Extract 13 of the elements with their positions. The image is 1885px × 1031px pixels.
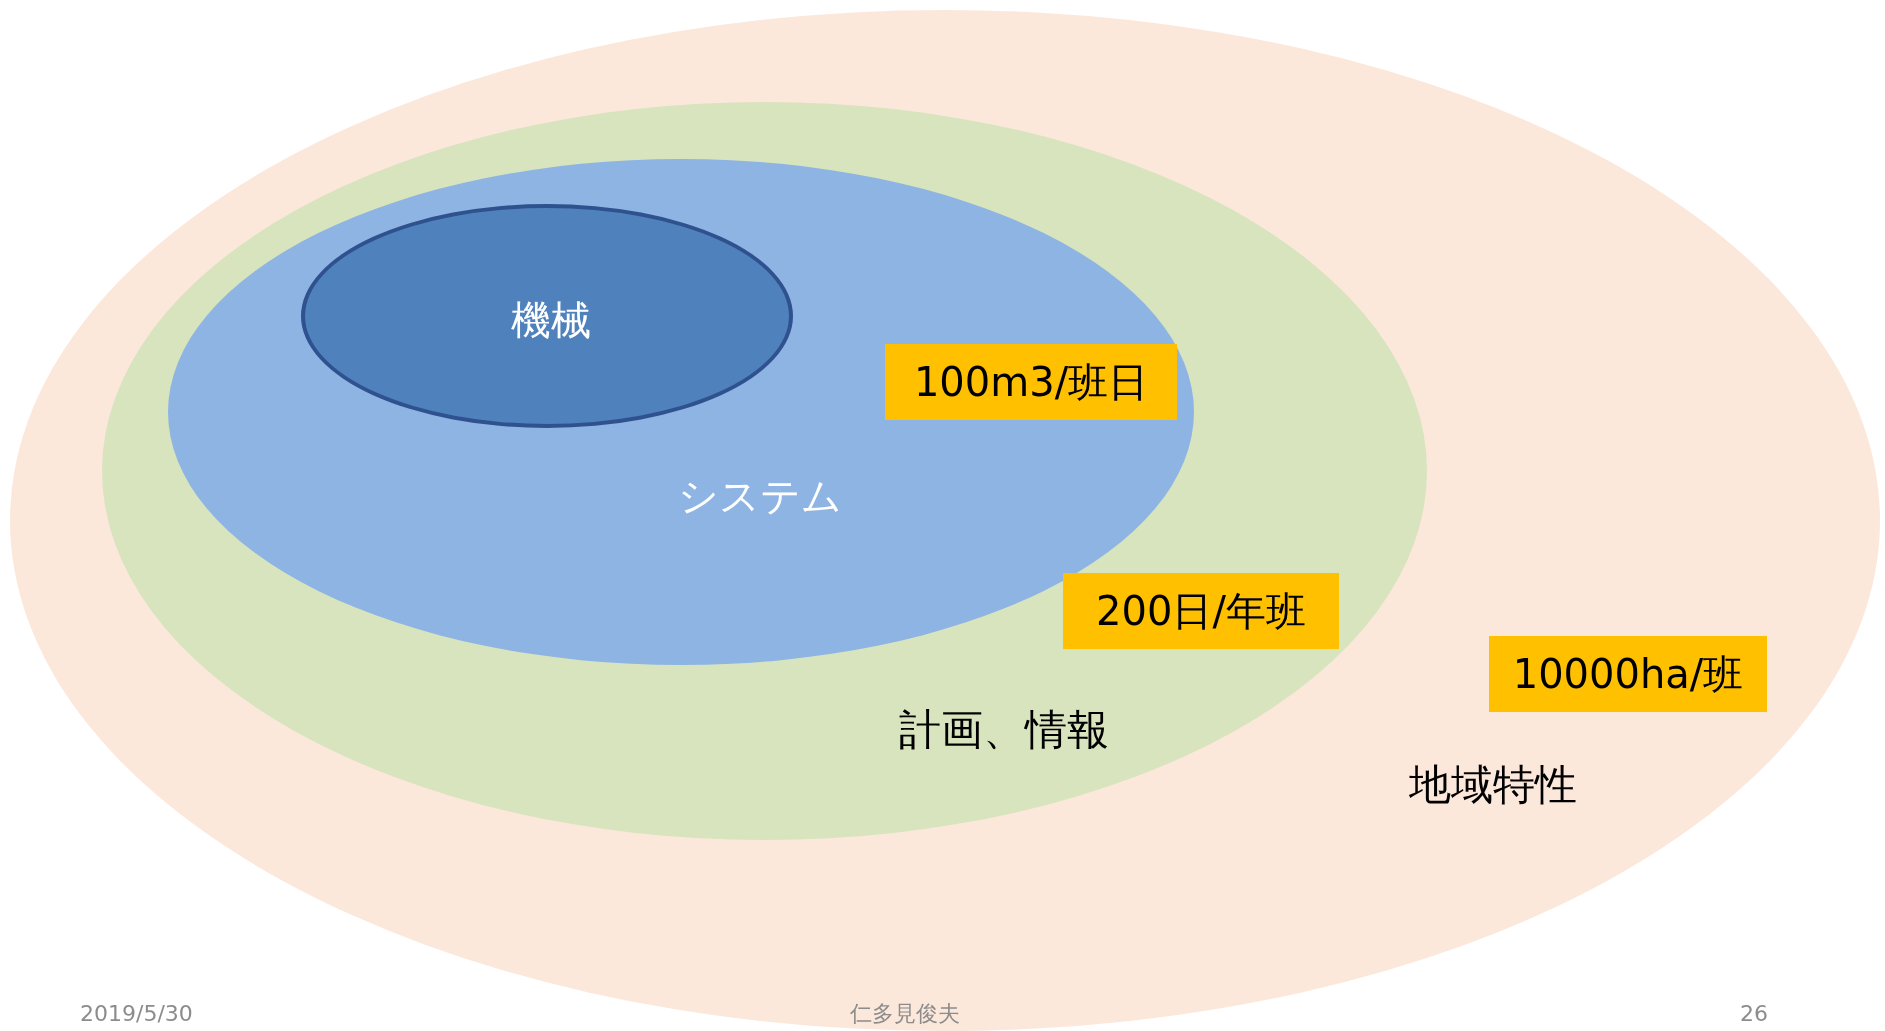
- ellipse-label: 機械: [511, 300, 591, 340]
- value-tag: [1063, 573, 1339, 649]
- ellipse-label: 計画、情報: [899, 709, 1109, 751]
- footer-text: 仁多見俊夫: [850, 1003, 960, 1025]
- value-tag: [1489, 636, 1767, 712]
- value-text: 10000ha/班: [1512, 654, 1744, 694]
- value-text: 200日/年班: [1096, 591, 1306, 631]
- value-text: 100m3/班日: [913, 362, 1149, 402]
- footer-text: 2019/5/30: [80, 1003, 193, 1025]
- ellipse-label: システム: [678, 476, 842, 516]
- footer-text: 26: [1740, 1003, 1768, 1025]
- value-tag: [885, 344, 1177, 420]
- ellipse-label: 地域特性: [1409, 764, 1577, 806]
